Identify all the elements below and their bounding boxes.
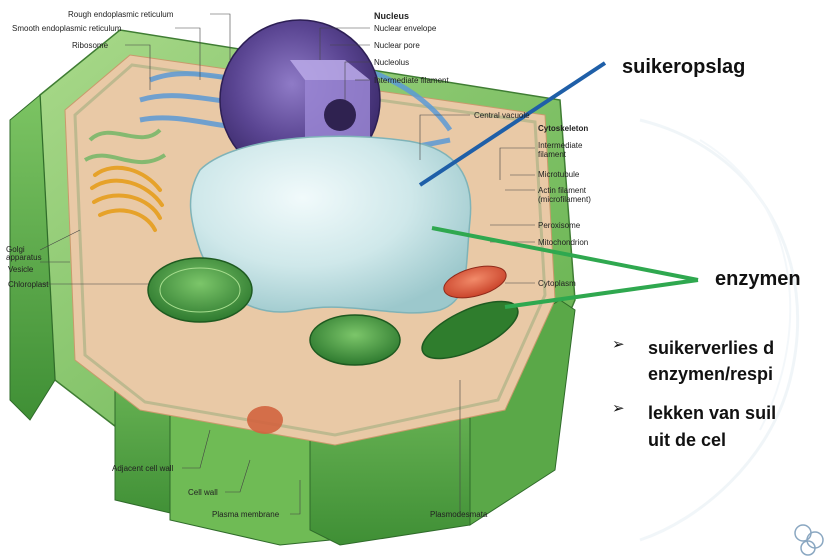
label-rough-er: Rough endoplasmic reticulum [68, 10, 173, 19]
label-nuclear-pore: Nuclear pore [374, 41, 420, 50]
label-intermediate-filament: Intermediate filament [374, 76, 449, 85]
label-intermediate-2: filament [538, 150, 566, 159]
label-nucleolus: Nucleolus [374, 58, 409, 67]
label-nuclear-envelope: Nuclear envelope [374, 24, 436, 33]
label-ribosome: Ribosome [72, 41, 108, 50]
bullet-arrow-icon: ➢ [612, 399, 625, 417]
label-cytoplasm: Cytoplasm [538, 279, 576, 288]
watermark-swirl [640, 120, 798, 540]
label-microtubule: Microtubule [538, 170, 579, 179]
label-golgi-2: apparatus [6, 253, 42, 262]
bullet-2-line-1: lekken van suil [648, 403, 776, 424]
annotation-enzymen: enzymen [715, 268, 801, 291]
label-actin-1: Actin filament [538, 186, 586, 195]
bullet-arrow-icon: ➢ [612, 335, 625, 353]
label-actin-2: (microfilament) [538, 195, 591, 204]
label-plasma-membrane: Plasma membrane [212, 510, 279, 519]
label-vesicle: Vesicle [8, 265, 33, 274]
label-plasmodesmata: Plasmodesmata [430, 510, 487, 519]
annotation-suikeropslag: suikeropslag [622, 56, 745, 79]
label-cell-wall: Cell wall [188, 488, 218, 497]
label-adjacent-cell-wall: Adjacent cell wall [112, 464, 173, 473]
label-smooth-er: Smooth endoplasmic reticulum [12, 24, 121, 33]
label-mitochondrion: Mitochondrion [538, 238, 588, 247]
bullet-1-line-1: suikerverlies d [648, 338, 774, 359]
label-chloroplast: Chloroplast [8, 280, 48, 289]
label-intermediate-1: Intermediate [538, 141, 582, 150]
label-cytoskeleton: Cytoskeleton [538, 124, 588, 133]
label-central-vacuole: Central vacuole [474, 111, 530, 120]
logo-icon [795, 525, 823, 555]
bullet-1-line-2: enzymen/respi [648, 364, 773, 385]
bullet-2-line-2: uit de cel [648, 430, 726, 451]
label-peroxisome: Peroxisome [538, 221, 580, 230]
label-nucleus-heading: Nucleus [374, 12, 409, 21]
